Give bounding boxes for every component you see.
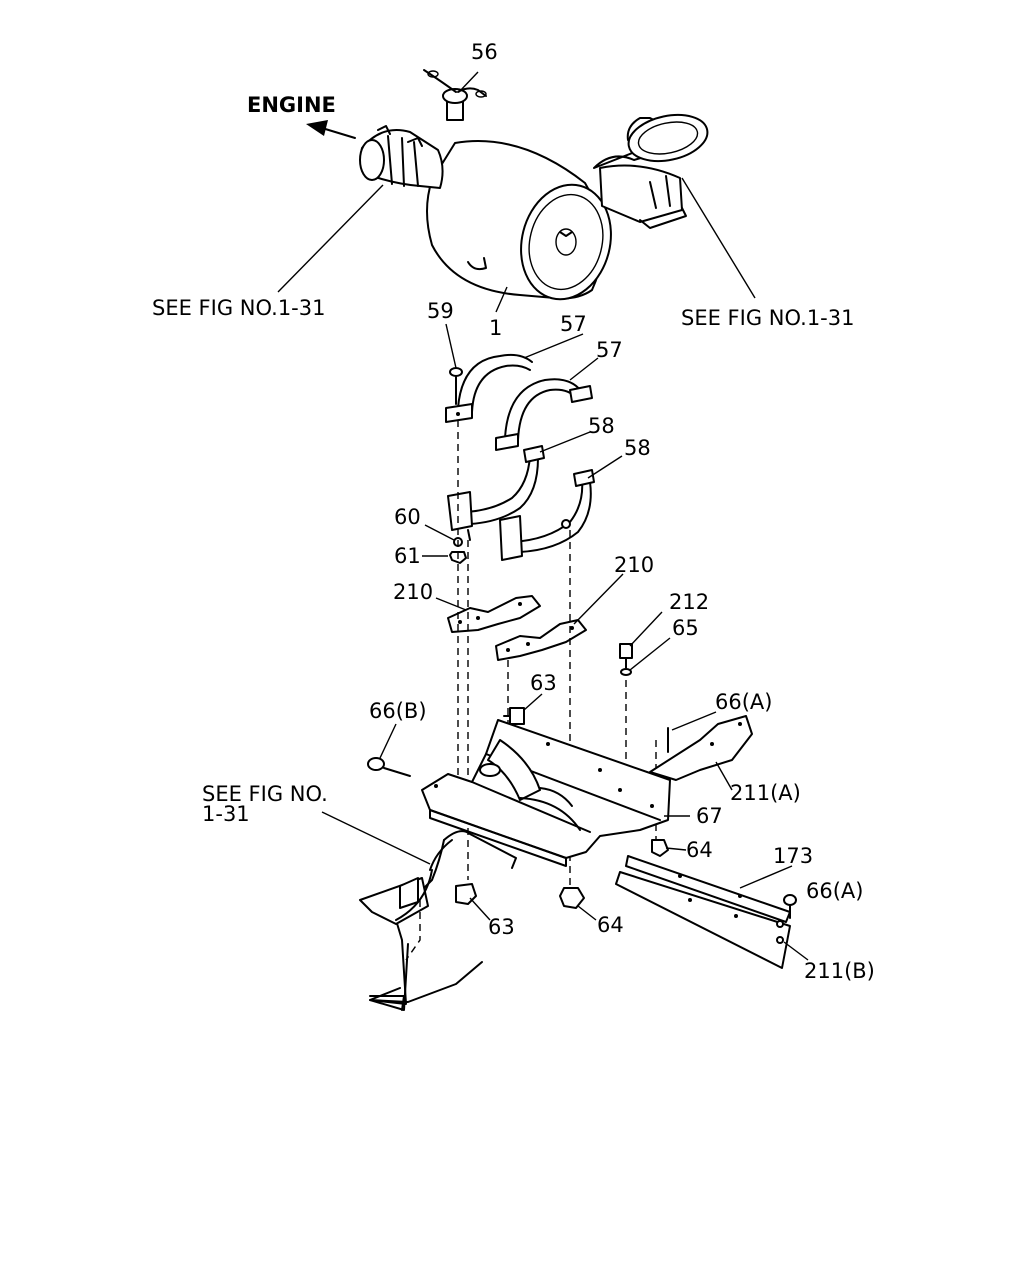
nut-64-upper (651, 839, 669, 857)
inlet-duct (593, 113, 709, 229)
see-fig-right-label: SEE FIG NO.1-31 (681, 306, 855, 330)
bolt-66a-lower (783, 894, 797, 919)
part-label-64a: 64 (686, 838, 713, 862)
part-label-210a: 210 (393, 580, 434, 604)
chassis-frame (359, 830, 517, 1011)
part-label-211b: 211(B) (804, 959, 875, 983)
bolt-63-upper (503, 707, 525, 725)
engine-arrow (306, 120, 356, 139)
part-label-66b: 66(B) (369, 699, 427, 723)
part-label-173: 173 (773, 844, 814, 868)
spacer-210-right (495, 619, 587, 661)
leader-part-212 (629, 611, 663, 647)
bolt-212 (619, 643, 633, 676)
leader-part-64b (577, 905, 597, 921)
part-label-57a: 57 (560, 312, 587, 336)
leader-part-66b (379, 723, 397, 759)
leader-part-64a (665, 847, 687, 851)
part-label-65: 65 (672, 616, 699, 640)
part-label-63a: 63 (530, 671, 557, 695)
part-label-67: 67 (696, 804, 723, 828)
upper-band-right (495, 378, 593, 451)
lower-band-left (447, 445, 545, 541)
leader-part-210b (573, 573, 624, 625)
leader-part-65 (629, 637, 671, 671)
outlet-duct (359, 125, 444, 189)
leader-part-211a (715, 761, 733, 791)
bolt-59 (449, 367, 463, 405)
leader-part-63a (523, 693, 543, 711)
part-label-58b: 58 (624, 436, 651, 460)
part-label-58a: 58 (588, 414, 615, 438)
see-fig-bottom-label-line2: 1-31 (202, 802, 250, 826)
leader-part-63b (469, 897, 491, 921)
leader-see-fig-left (277, 184, 384, 293)
bolt-66b (367, 757, 411, 777)
leader-part-56 (458, 71, 479, 93)
part-label-63b: 63 (488, 915, 515, 939)
plate-173 (625, 855, 791, 923)
plate-211b (615, 871, 791, 969)
part-label-66a-bottom: 66(A) (806, 879, 864, 903)
leader-part-57b (569, 357, 599, 381)
part-label-59: 59 (427, 299, 454, 323)
part-label-210b: 210 (614, 553, 655, 577)
leader-part-1 (495, 286, 508, 313)
nut-64-lower (559, 887, 585, 909)
leader-part-57a (523, 333, 584, 359)
part-label-211a: 211(A) (730, 781, 801, 805)
air-cleaner-body (426, 140, 612, 301)
leader-part-60 (424, 524, 455, 541)
leader-see-fig-right (681, 177, 756, 299)
bracket-211a (649, 715, 753, 781)
leader-part-59 (445, 323, 457, 369)
part-label-57b: 57 (596, 338, 623, 362)
part-label-212: 212 (669, 590, 710, 614)
part-label-56: 56 (471, 40, 498, 64)
part-label-60: 60 (394, 505, 421, 529)
leader-part-58a (539, 431, 591, 453)
see-fig-left-label: SEE FIG NO.1-31 (152, 296, 326, 320)
part-label-1: 1 (489, 316, 503, 340)
upper-band-left (445, 353, 533, 423)
leader-part-211b (783, 941, 809, 961)
part-label-61: 61 (394, 544, 421, 568)
part-label-66a-top: 66(A) (715, 690, 773, 714)
service-indicator (423, 69, 487, 121)
leader-part-58b (587, 455, 623, 479)
leader-part-66a-top (671, 711, 717, 731)
lower-band-right (499, 469, 595, 561)
mounting-bracket-67 (421, 719, 671, 867)
spacer-210-left (447, 595, 541, 633)
part-label-64b: 64 (597, 913, 624, 937)
leader-see-fig-bottom (321, 811, 431, 865)
engine-label: ENGINE (247, 93, 336, 117)
leader-part-173 (739, 865, 793, 889)
leader-part-210a (435, 597, 467, 611)
see-fig-bottom-label-line1: SEE FIG NO. (202, 782, 328, 806)
